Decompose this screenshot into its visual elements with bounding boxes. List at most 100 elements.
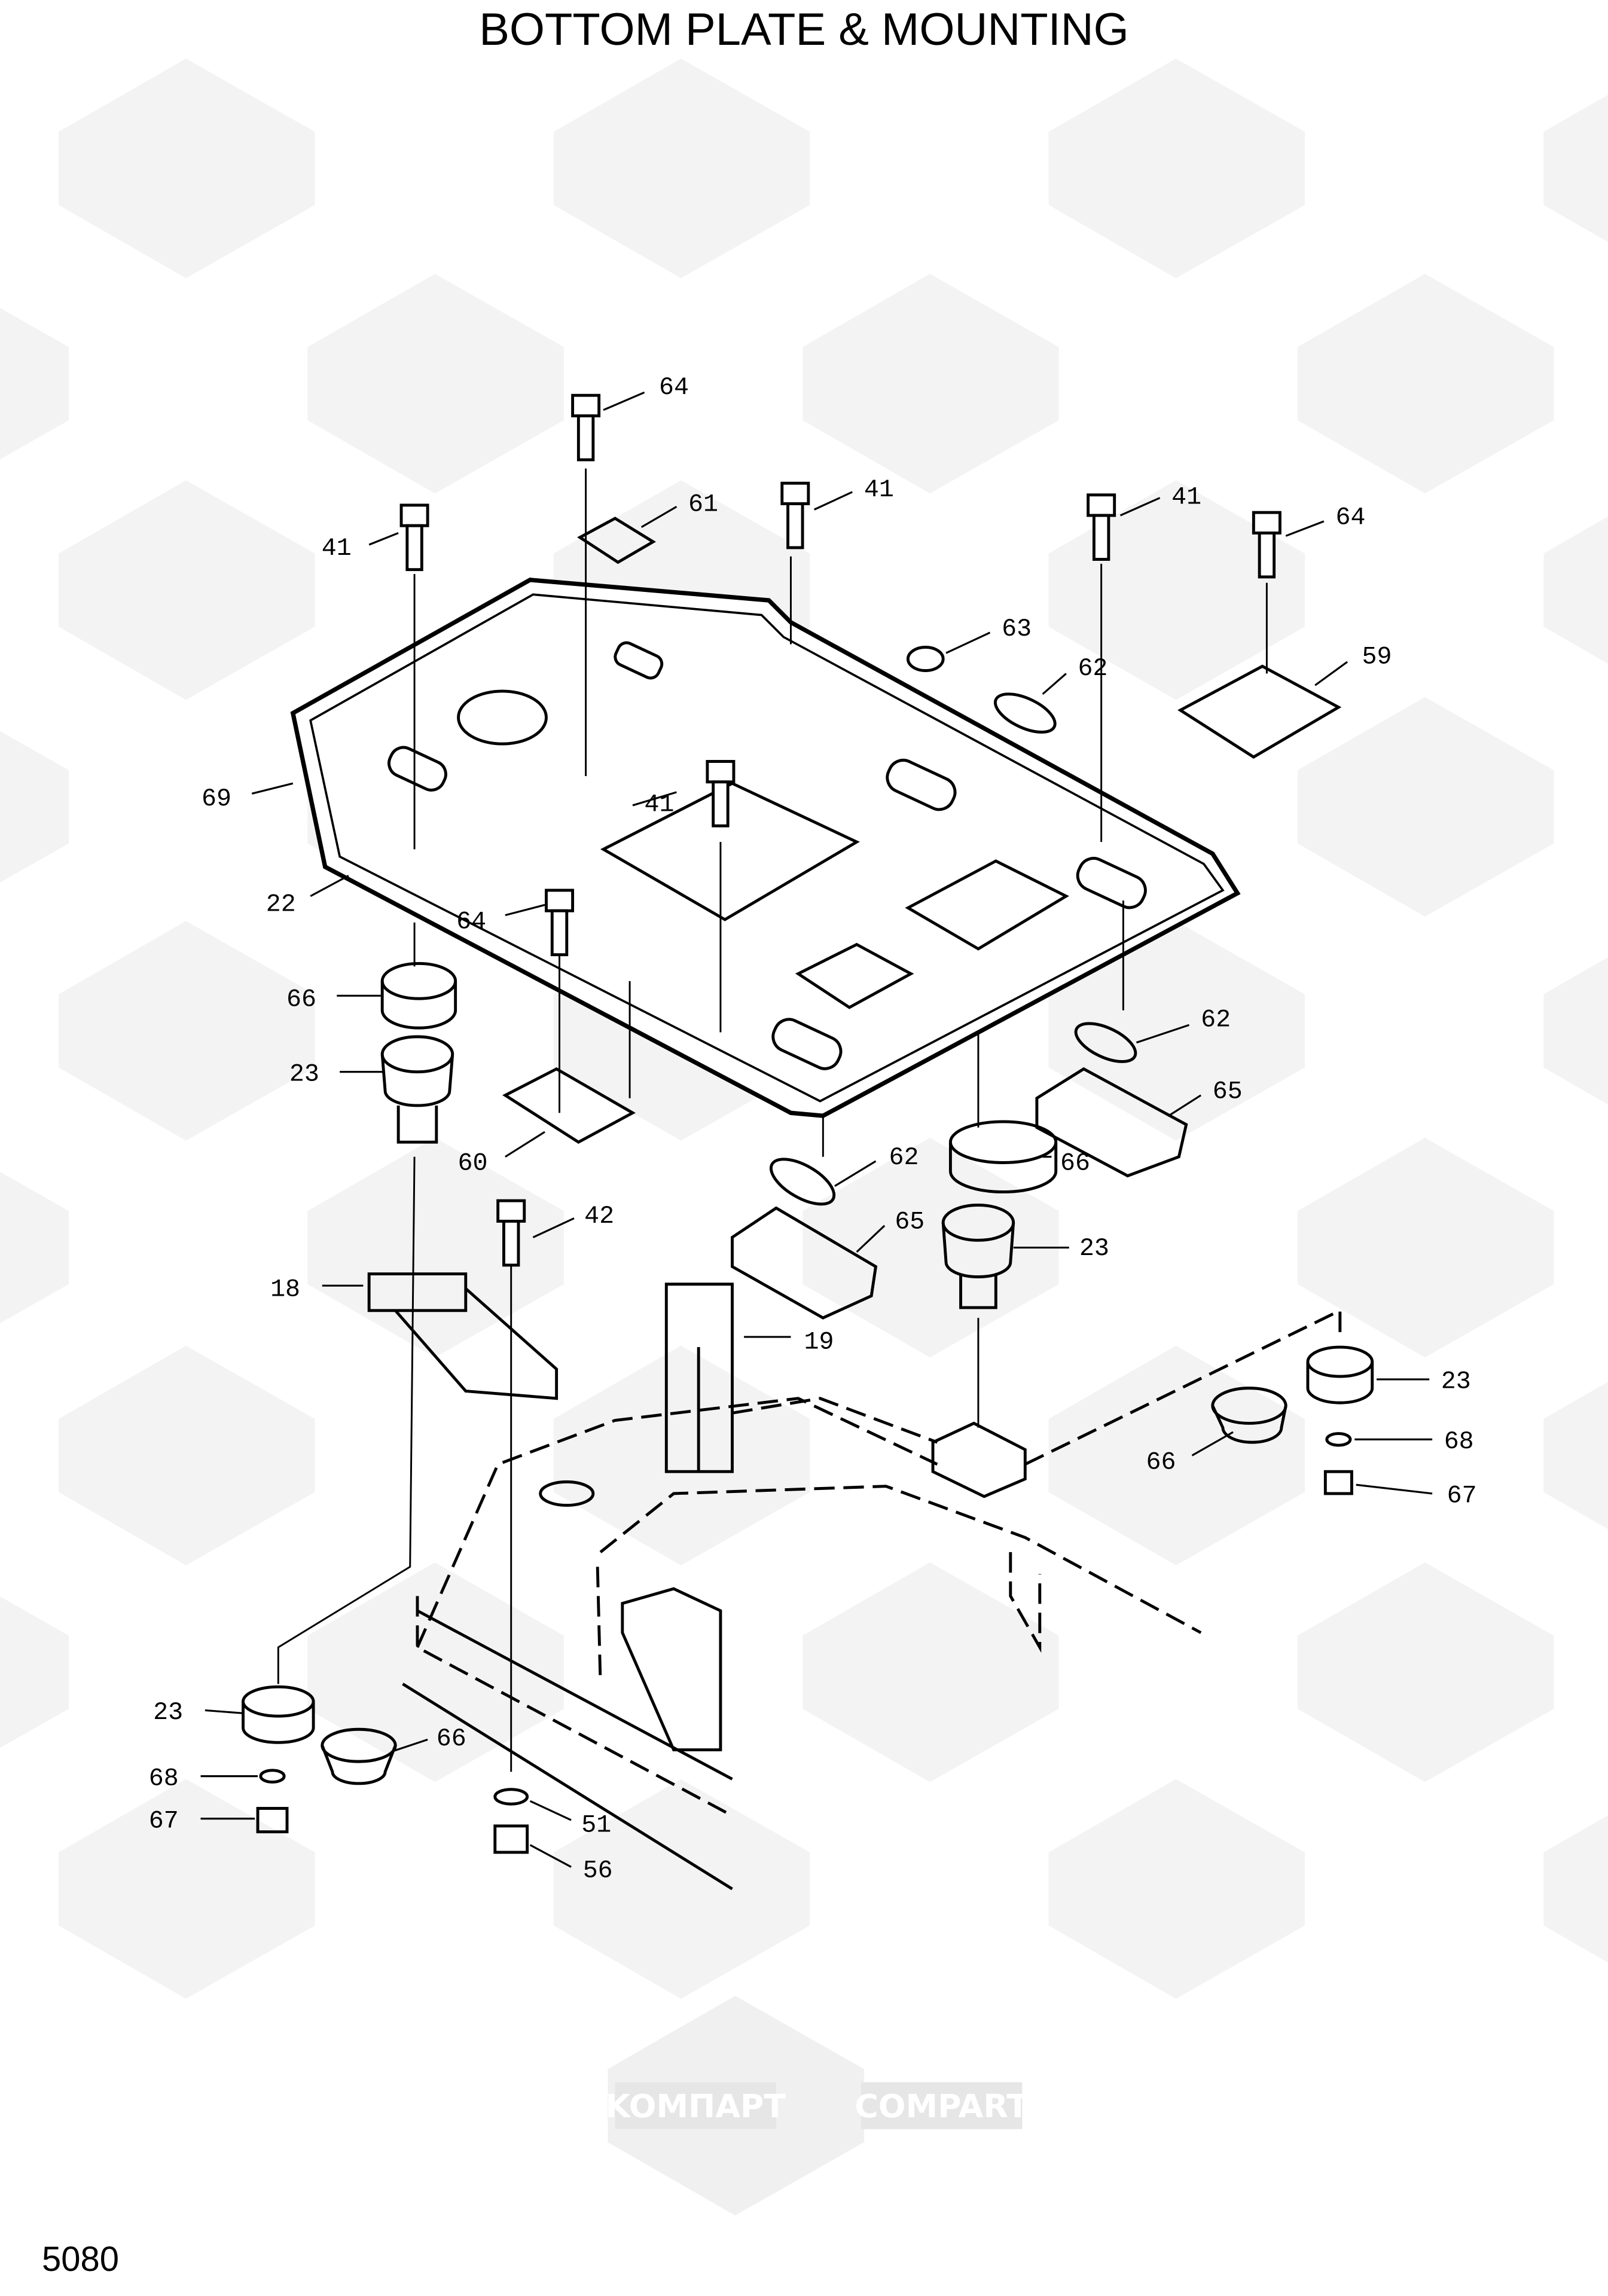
watermark-hexagon: [0, 1596, 69, 1748]
leader-line: [1042, 673, 1067, 695]
watermark-hexagon: [0, 308, 69, 460]
cover-61: [577, 517, 657, 564]
leader-line: [945, 631, 991, 654]
part-number-label: 23: [1441, 1367, 1471, 1396]
part-number-label: 64: [659, 373, 689, 402]
leader-line: [310, 875, 349, 897]
watermark-hexagon: [1543, 94, 1608, 242]
watermark-hexagon: [1543, 516, 1608, 664]
watermark-hexagon: [553, 1779, 810, 1999]
bolt: [1252, 511, 1281, 579]
diagram-title: BOTTOM PLATE & MOUNTING: [479, 4, 1129, 55]
watermark-hexagon: [307, 273, 564, 494]
part-number-label: 67: [149, 1806, 179, 1835]
leader-line: [1356, 1483, 1433, 1495]
part-number-label: 64: [456, 908, 486, 936]
nut-67: [256, 1807, 289, 1834]
watermark-hexagon: [58, 921, 315, 1141]
watermark-hexagon: [1543, 1382, 1608, 1529]
watermark-hexagon: [1543, 1815, 1608, 1963]
watermark-hexagon: [1048, 480, 1305, 700]
nut-67: [1323, 1470, 1353, 1495]
part-number-label: 51: [581, 1811, 611, 1840]
watermark-hexagon: [1048, 1779, 1305, 1999]
watermark-hexagon: [553, 58, 810, 279]
watermark-hexagon: [1297, 1137, 1554, 1358]
part-number-label: 66: [1060, 1149, 1090, 1178]
seal-62: [993, 692, 1057, 734]
bolt: [571, 393, 601, 462]
bolt: [545, 889, 575, 957]
bolt: [399, 503, 429, 572]
part-number-label: 60: [458, 1149, 488, 1178]
watermark-hexagon: [58, 1779, 315, 1999]
washer-68: [1325, 1432, 1352, 1447]
watermark-left-text: KOMПAPT: [605, 2087, 786, 2125]
plate-inner-edge: [309, 593, 1225, 1103]
part-number-label: 23: [289, 1060, 319, 1088]
bolt: [496, 1199, 526, 1267]
washer-51: [493, 1788, 529, 1806]
part-number-label: 66: [286, 985, 316, 1013]
leader-line: [1136, 1024, 1190, 1044]
watermark-hexagon: [1048, 1345, 1305, 1565]
rubber-mount-23: [941, 1204, 1015, 1309]
frame-rail: [402, 1609, 733, 1891]
part-number-label: 68: [149, 1764, 179, 1793]
part-number-label: 64: [1335, 503, 1365, 532]
leader-line: [529, 1844, 572, 1868]
part-number-label: 56: [583, 1857, 613, 1885]
bracket-18: [367, 1272, 559, 1400]
cover-60: [502, 1067, 636, 1144]
part-number-label: 23: [153, 1698, 183, 1727]
part-number-label: 41: [864, 475, 894, 504]
watermark-hexagon: [0, 731, 69, 883]
watermark-hexagon: [0, 1171, 69, 1324]
leader-line: [1314, 661, 1348, 686]
part-number-label: 68: [1444, 1427, 1474, 1456]
plate-slot: [614, 641, 664, 680]
leader-line: [251, 782, 294, 795]
leader-line: [1285, 520, 1325, 537]
part-number-label: 67: [1447, 1482, 1477, 1510]
rubber-mount-23: [242, 1685, 315, 1744]
seal-62: [1074, 1022, 1137, 1063]
frame-bracket: [621, 1587, 722, 1751]
leader-line: [856, 1225, 886, 1253]
watermark-hexagon: [58, 58, 315, 279]
drawing: [200, 391, 1433, 1891]
part-number-label: 62: [889, 1143, 919, 1172]
leader-line: [532, 1217, 575, 1238]
part-number-label: 66: [1146, 1448, 1176, 1476]
nut-56: [493, 1824, 529, 1854]
rubber-mount-66: [380, 961, 457, 1030]
rubber-mount-66: [948, 1120, 1058, 1193]
plate-round-hole: [457, 689, 548, 746]
part-number-label: 65: [1213, 1077, 1243, 1106]
plate-slot: [886, 759, 957, 811]
bolt: [1087, 493, 1116, 561]
part-number-label: 18: [270, 1275, 300, 1303]
part-number-label: 41: [1171, 483, 1201, 511]
leader-line: [603, 391, 645, 411]
part-number-label: 19: [804, 1328, 834, 1357]
part-number-label: 62: [1078, 654, 1107, 683]
part-number-label: 23: [1079, 1234, 1109, 1263]
leader-line: [1191, 1431, 1234, 1457]
leader-line: [640, 505, 678, 529]
part-number-label: 66: [437, 1724, 466, 1753]
leader-line: [834, 1160, 877, 1187]
leader-line: [505, 903, 545, 917]
seal-63: [906, 646, 945, 673]
leader-line: [368, 532, 399, 546]
plate-lower-opening: [795, 942, 914, 1009]
seal-62: [769, 1158, 836, 1206]
watermark-background-layer: [0, 58, 1608, 1999]
leader-line: [529, 1800, 572, 1821]
washer-68: [259, 1769, 286, 1784]
watermark-hexagon: [803, 273, 1059, 494]
watermark-hexagon: [58, 480, 315, 700]
